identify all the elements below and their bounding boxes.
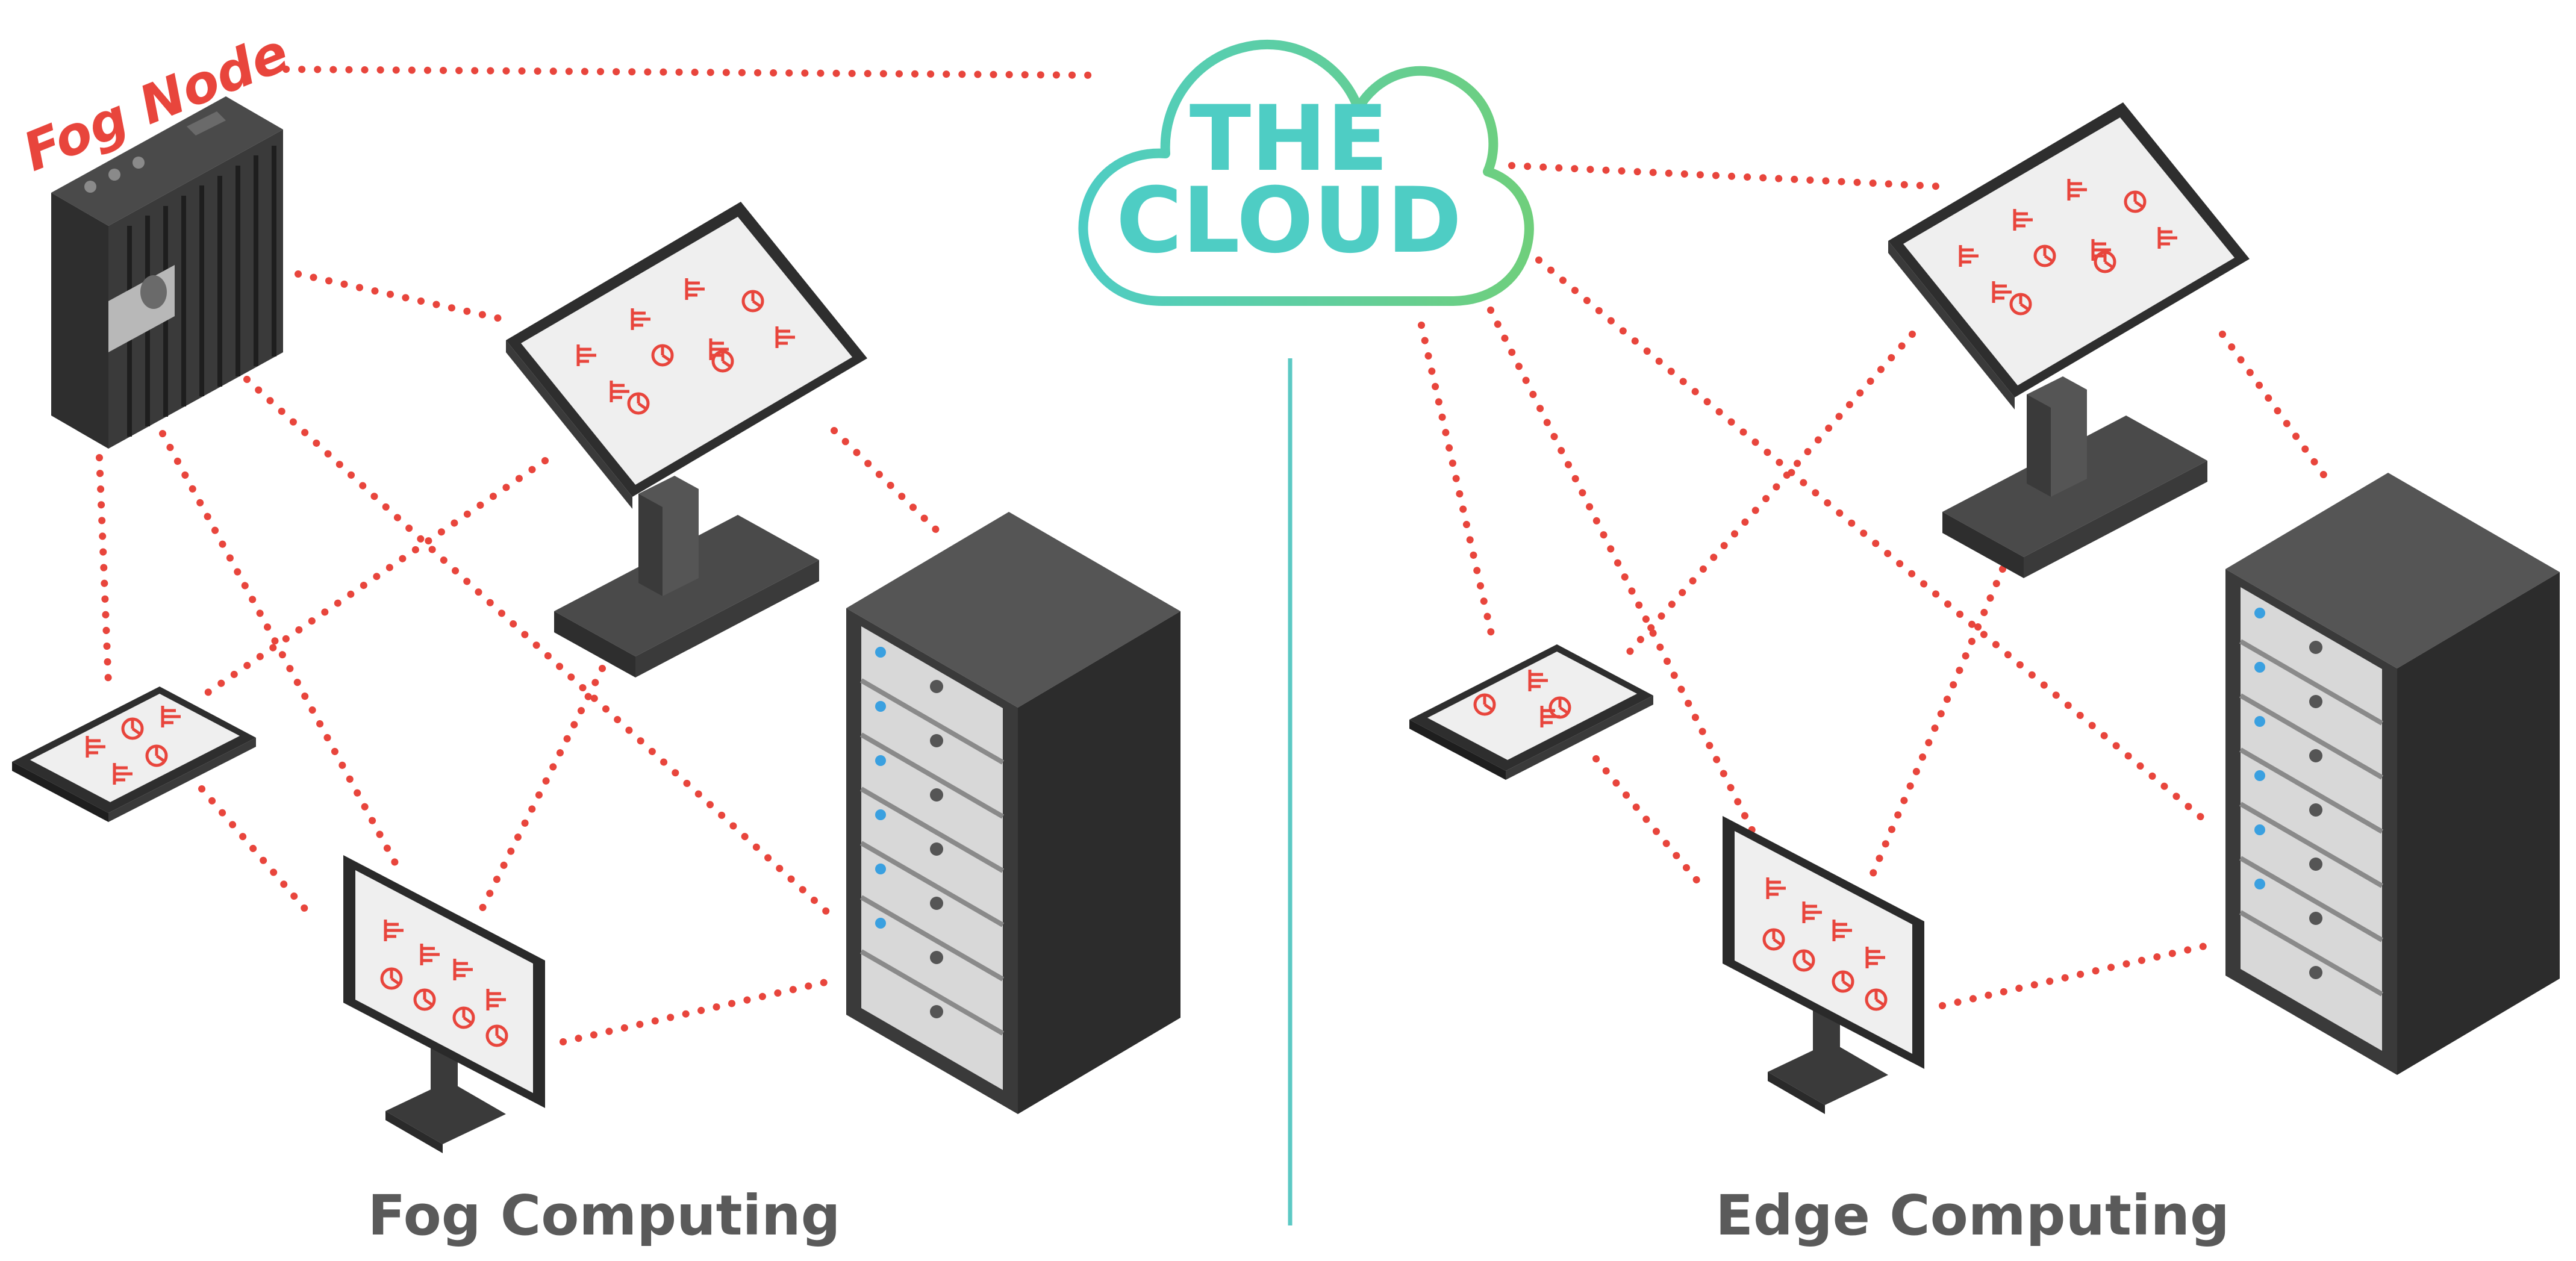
link-fognode-tablet — [96, 454, 112, 687]
link-kiosk-server — [831, 427, 949, 543]
kiosk-icon — [506, 202, 867, 677]
link-cloud-kiosk — [1508, 162, 1949, 190]
link-kiosk-tablet-edge — [1617, 331, 1916, 666]
link-fognode-kiosk — [295, 270, 507, 323]
link-tablet-monitor-edge — [1592, 755, 1702, 886]
link-kiosk-monitor-edge — [1870, 565, 2006, 877]
edge-computing-caption: Edge Computing — [1715, 1183, 2230, 1248]
fog-node-icon — [51, 96, 283, 449]
monitor-icon — [1723, 816, 1924, 1114]
tablet-icon — [1409, 644, 1653, 780]
server-rack-icon — [846, 512, 1180, 1114]
link-cloud-tablet — [1418, 322, 1497, 648]
tablet-icon — [12, 687, 256, 822]
link-fognode-cloud — [282, 66, 1100, 79]
cloud-icon: THE CLOUD — [1078, 39, 1534, 306]
server-rack-icon — [2225, 473, 2560, 1075]
cloud-title-line1: THE — [1190, 87, 1388, 191]
kiosk-icon — [1888, 102, 2250, 578]
link-monitor-server — [560, 978, 832, 1045]
monitor-icon — [343, 855, 545, 1153]
link-kiosk-monitor — [478, 665, 606, 913]
link-fognode-monitor — [159, 430, 401, 871]
link-kiosk-server-edge — [2219, 331, 2334, 488]
fog-computing-caption: Fog Computing — [367, 1183, 840, 1248]
link-tablet-monitor — [198, 785, 317, 922]
link-cloud-monitor — [1487, 307, 1786, 895]
cloud-title-line2: CLOUD — [1116, 169, 1462, 273]
connection-links — [96, 66, 2334, 1045]
link-monitor-server-edge — [1939, 942, 2211, 1009]
link-kiosk-tablet — [204, 457, 549, 696]
